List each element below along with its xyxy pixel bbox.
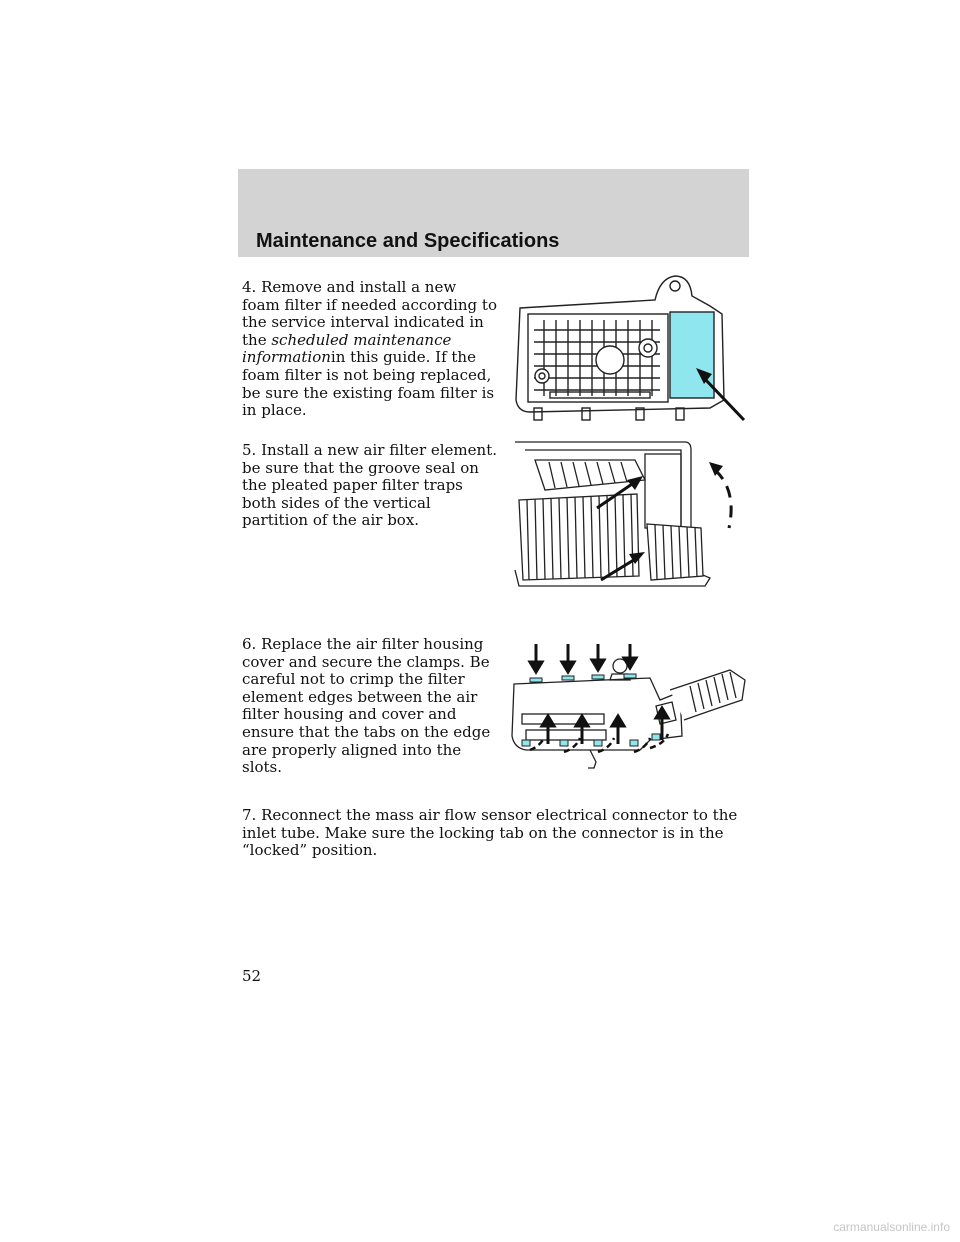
- header-band: [238, 169, 749, 257]
- page-number: 52: [242, 967, 262, 985]
- pleats-front: [526, 493, 634, 581]
- step-5-text: 5. Install a new air filter element. be …: [242, 441, 497, 530]
- bottom-tabs: [533, 407, 685, 421]
- clamp-tabs-top: [529, 673, 637, 683]
- step-4-emphasis: scheduled maintenance information: [242, 330, 452, 367]
- step-4-post: in this guide. If the foam filter is not…: [242, 348, 495, 420]
- up-arrows: [539, 705, 671, 744]
- watermark: carmanualsonline.info: [833, 1220, 950, 1234]
- down-arrows: [527, 644, 639, 675]
- dashed-clamp-motions: [529, 733, 670, 754]
- figure-housing-cover: [511, 644, 746, 769]
- step-4-text: 4. Remove and install a new foam filter …: [242, 278, 498, 420]
- step-7-text: 7. Reconnect the mass air flow sensor el…: [242, 806, 738, 860]
- page-title: Maintenance and Specifications: [256, 230, 560, 252]
- grid-ribs: [534, 320, 660, 396]
- step-6-text: 6. Replace the air filter housing cover …: [242, 635, 491, 777]
- inlet-tube-ribs: [689, 671, 737, 713]
- figure-foam-filter: [515, 275, 746, 422]
- foam-filter: [669, 311, 715, 399]
- figure-pleated-filter: [514, 441, 733, 587]
- pleats-right: [654, 524, 698, 580]
- pleats-top: [534, 459, 647, 491]
- step-4-pre: 4. Remove and install a new foam filter …: [242, 278, 497, 349]
- clamp-tabs-bottom: [521, 733, 661, 747]
